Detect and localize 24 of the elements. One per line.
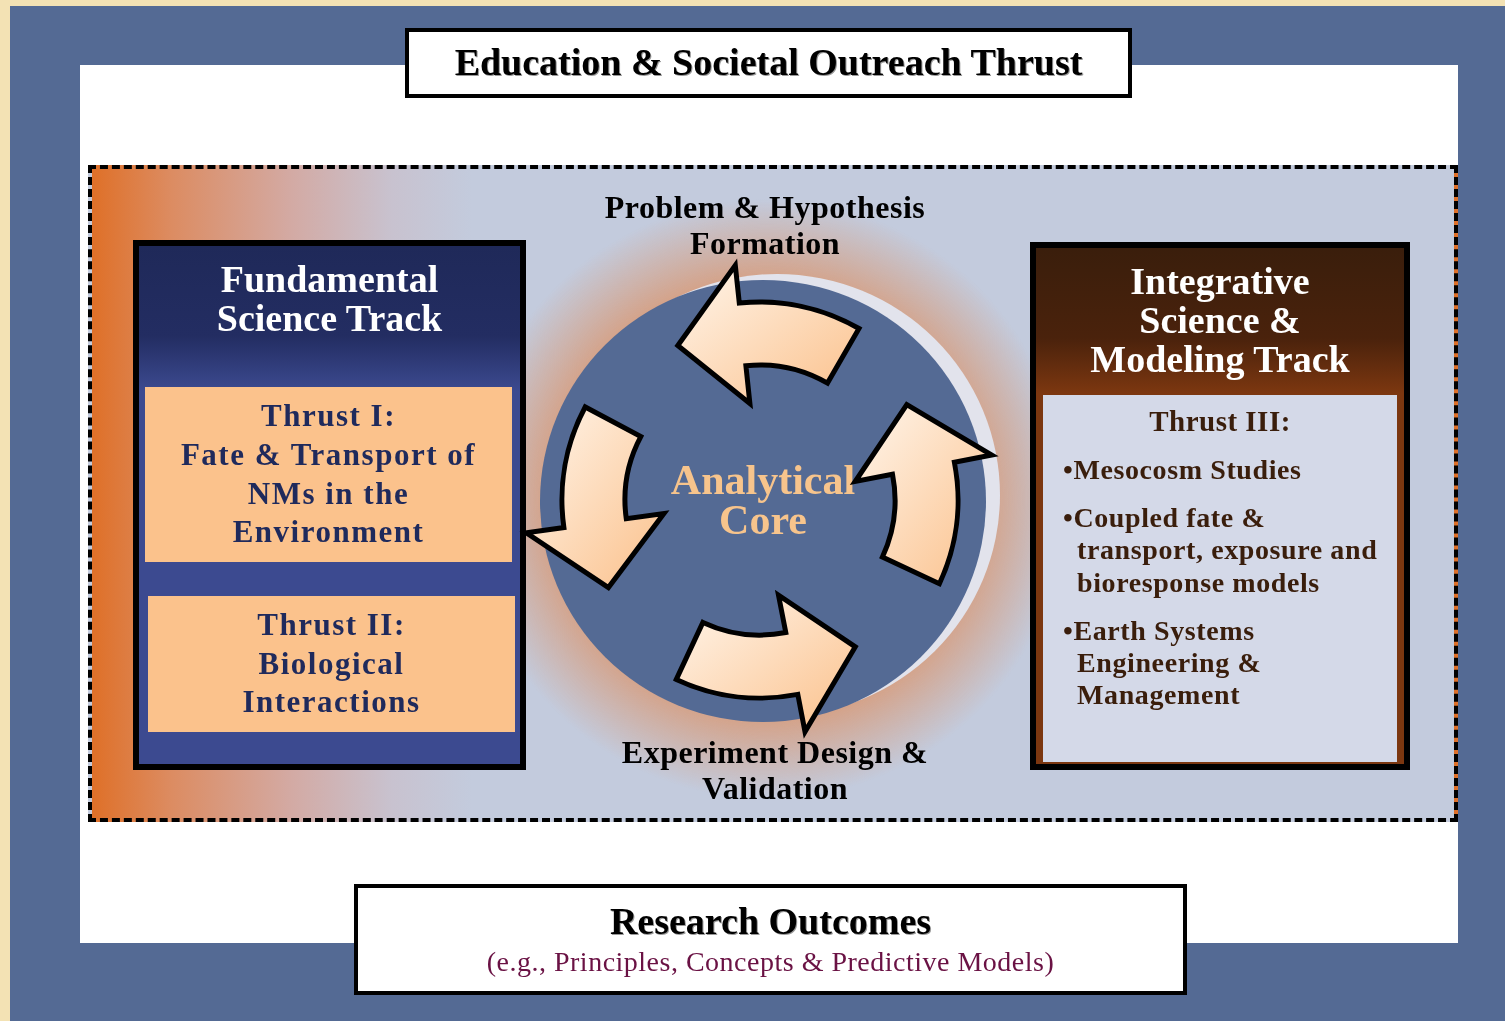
track-title: Fundamental Science Track bbox=[215, 260, 444, 338]
thrust-title: Thrust III: bbox=[1148, 405, 1292, 438]
thrust-box bbox=[148, 596, 515, 732]
outcome-title: Research Outcomes bbox=[609, 900, 932, 943]
title-box bbox=[405, 28, 1132, 98]
heading: Education & Societal Outreach Thrust bbox=[454, 42, 1083, 84]
thrust-text: Biological Interactions bbox=[241, 644, 422, 722]
bullet-item: •Mesocosm Studies bbox=[1063, 454, 1303, 487]
track-title: Integrative Science & Modeling Track bbox=[1089, 262, 1351, 379]
thrust-box bbox=[145, 387, 512, 562]
outcome-box bbox=[354, 884, 1187, 995]
bullet-item: •Earth Systems Engineering & Management bbox=[1063, 614, 1263, 712]
thrust-text: Fate & Transport of NMs in the Environment bbox=[179, 435, 478, 552]
thrust-title: Thrust I: bbox=[261, 397, 396, 435]
core-label: Analytical Core bbox=[669, 461, 857, 541]
thrust-panel bbox=[1043, 395, 1397, 762]
bullet-item: •Coupled fate & transport, exposure and bioresponse models bbox=[1063, 502, 1379, 599]
thrust-title: Thrust II: bbox=[257, 605, 406, 644]
stage-label: Experiment Design & Validation bbox=[620, 735, 930, 807]
track-panel bbox=[1030, 242, 1410, 770]
track-panel bbox=[133, 240, 526, 770]
outcome-subtitle: (e.g., Principles, Concepts & Predictive Models) bbox=[486, 946, 1055, 979]
stage-label: Problem & Hypothesis Formation bbox=[603, 190, 927, 262]
dashed-frame bbox=[88, 165, 1458, 822]
